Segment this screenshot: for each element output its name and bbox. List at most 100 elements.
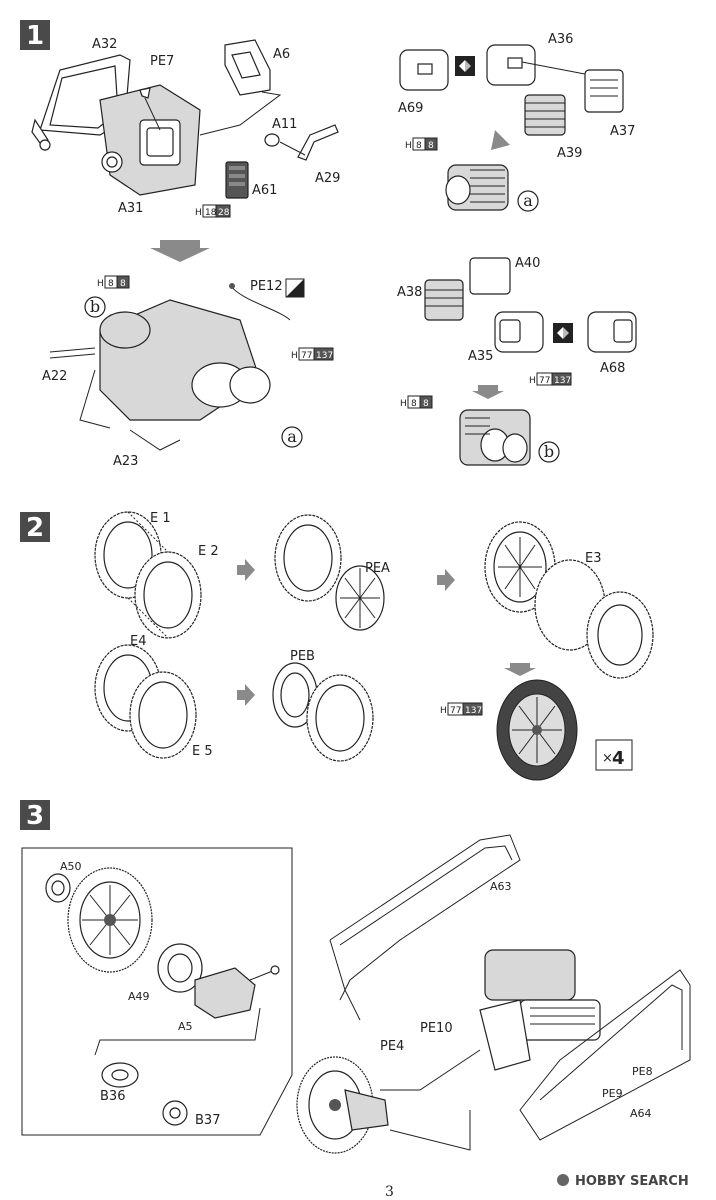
label-a39: A39 xyxy=(557,146,582,161)
label-a35: A35 xyxy=(468,349,493,364)
finished-wheel xyxy=(496,679,578,781)
label-a32: A32 xyxy=(92,37,117,52)
engine-subassembly xyxy=(31,54,201,196)
callout-a: a xyxy=(523,191,533,210)
label-a38: A38 xyxy=(397,285,422,300)
step-1: 1 xyxy=(20,20,637,469)
callout-a-circle xyxy=(517,190,539,212)
step-number: 1 xyxy=(26,21,44,51)
a61-part xyxy=(225,161,249,199)
label-pe12: PE12 xyxy=(250,279,283,294)
svg-text:137: 137 xyxy=(554,376,571,386)
svg-text:8: 8 xyxy=(416,141,422,151)
cylinder-assembled-a xyxy=(445,164,509,211)
svg-text:H: H xyxy=(529,376,536,386)
callout-b: b xyxy=(90,297,100,316)
label-a5: A5 xyxy=(178,1020,193,1033)
paint-code-h8-8-a: H 8 8 xyxy=(405,137,438,151)
arrow-down-icon-2 xyxy=(472,385,504,399)
rim-e2 xyxy=(134,551,202,639)
gearbox-a5 xyxy=(194,965,280,1019)
callout-b-circle xyxy=(84,296,106,318)
svg-text:8: 8 xyxy=(120,279,126,289)
label-e2: E 2 xyxy=(198,544,219,559)
svg-text:H: H xyxy=(195,208,202,218)
callout-b-circle-2 xyxy=(538,441,560,463)
label-e4: E4 xyxy=(130,634,147,649)
quantity-box: × 4 xyxy=(595,739,633,771)
paint-code-h8-8-top: H 8 8 xyxy=(97,275,130,289)
label-peb: PEB xyxy=(290,649,315,664)
label-a11: A11 xyxy=(272,117,297,132)
svg-text:28: 28 xyxy=(218,208,230,218)
cylinder-assembled-b xyxy=(459,409,531,466)
svg-text:×: × xyxy=(602,751,613,766)
step-number-3: 3 xyxy=(26,801,44,831)
label-a31: A31 xyxy=(118,201,143,216)
svg-text:8: 8 xyxy=(423,399,429,409)
cylinder-a38 xyxy=(424,279,464,321)
svg-text:137: 137 xyxy=(316,351,333,361)
arrow-right-icon-2 xyxy=(437,569,455,591)
arrow-right-icon xyxy=(237,559,255,581)
hub-a50 xyxy=(45,873,71,903)
cylinder-a39 xyxy=(524,94,566,136)
label-pea: PEA xyxy=(365,561,390,576)
svg-text:4: 4 xyxy=(612,748,625,769)
a11-a29-part xyxy=(264,124,339,161)
cylinder-head-a68 xyxy=(587,311,637,353)
cylinder-head-a36 xyxy=(486,44,591,86)
page-number: 3 xyxy=(385,1184,394,1200)
tire-e5 xyxy=(129,671,197,759)
svg-text:77: 77 xyxy=(450,706,461,716)
label-b36: B36 xyxy=(100,1089,125,1104)
paint-code-h77-137-a35: H 77 137 xyxy=(529,372,572,386)
label-b37: B37 xyxy=(195,1113,220,1128)
label-pe8: PE8 xyxy=(632,1065,653,1078)
svg-text:18: 18 xyxy=(205,208,217,218)
frame-a64 xyxy=(519,969,691,1141)
watermark-logo-icon xyxy=(557,1174,569,1186)
label-a63: A63 xyxy=(490,880,512,893)
svg-text:HOBBY SEARCH: HOBBY SEARCH xyxy=(575,1174,689,1189)
label-a49: A49 xyxy=(128,990,150,1003)
callout-a-2: a xyxy=(287,427,297,446)
label-a50: A50 xyxy=(60,860,82,873)
arrow-diagonal-icon xyxy=(491,130,515,150)
svg-text:8: 8 xyxy=(108,279,114,289)
label-a37: A37 xyxy=(610,124,635,139)
rear-wheel xyxy=(296,1056,389,1154)
arrow-down-icon-3 xyxy=(504,663,536,676)
pe7-part xyxy=(139,87,161,131)
label-a64: A64 xyxy=(630,1107,652,1120)
arrow-down-icon xyxy=(150,240,210,262)
mirror-icon xyxy=(455,56,475,76)
label-a23: A23 xyxy=(113,454,138,469)
svg-text:77: 77 xyxy=(539,376,550,386)
paint-code-h8-8-bottom: H 8 8 xyxy=(400,395,433,409)
engine-assembled-frame xyxy=(479,949,601,1071)
wheel-e3 xyxy=(484,521,654,679)
label-a29: A29 xyxy=(315,171,340,186)
label-a69: A69 xyxy=(398,101,423,116)
drum-a49 xyxy=(157,943,203,993)
paint-code-h18-28: H 18 28 xyxy=(195,204,231,218)
paint-code-h77-137-wheel: H 77 137 xyxy=(440,702,483,716)
rim-pea-assembly xyxy=(274,514,385,631)
decal-icon xyxy=(285,278,305,298)
label-a6: A6 xyxy=(273,47,290,62)
part-b36 xyxy=(101,1062,139,1088)
cover-a40 xyxy=(469,257,511,295)
step-number-box-2 xyxy=(20,512,50,542)
a6-part xyxy=(199,39,282,136)
svg-text:8: 8 xyxy=(428,141,434,151)
label-e1: E 1 xyxy=(150,511,171,526)
svg-text:H: H xyxy=(291,351,298,361)
label-pe9: PE9 xyxy=(602,1087,623,1100)
svg-text:H: H xyxy=(97,279,104,289)
svg-text:H: H xyxy=(400,399,407,409)
cylinder-head-a69 xyxy=(399,49,449,91)
svg-text:137: 137 xyxy=(465,706,482,716)
label-a61: A61 xyxy=(252,183,277,198)
